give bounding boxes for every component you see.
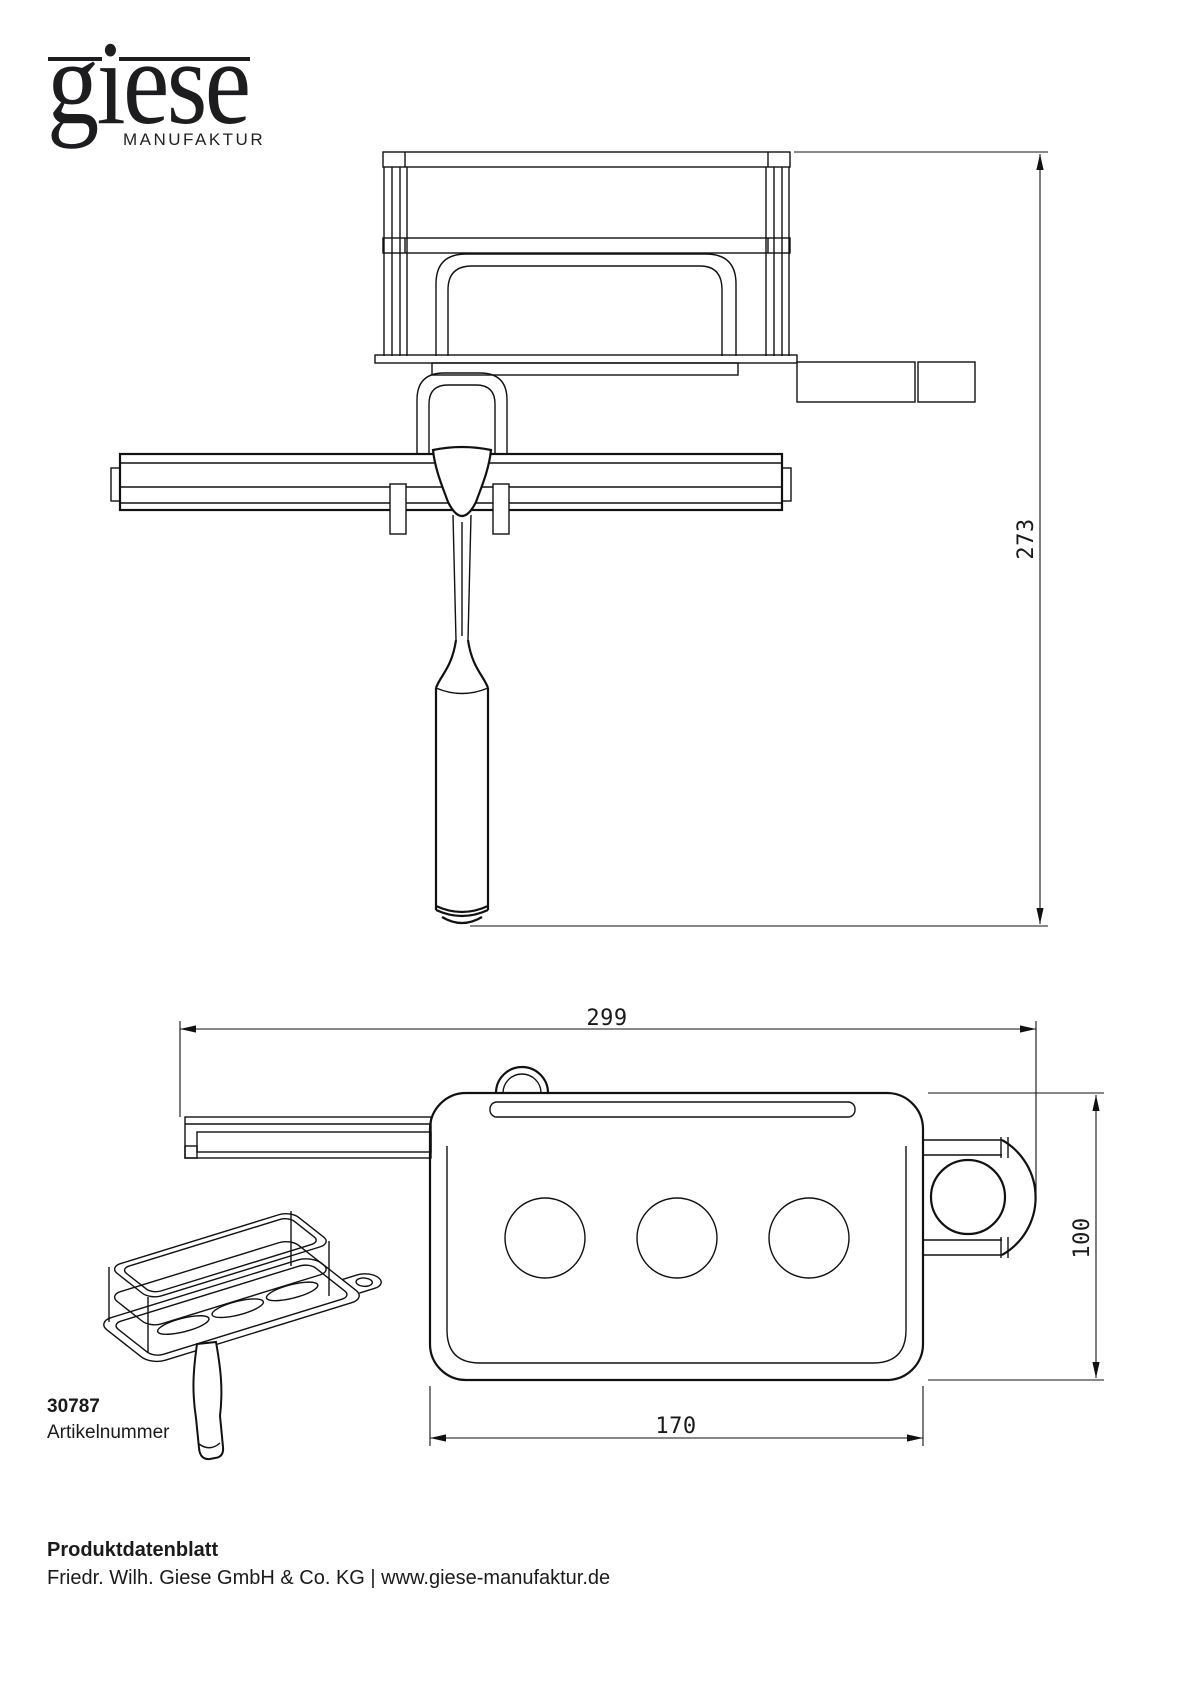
basket-front-face xyxy=(435,253,737,356)
iso-view xyxy=(97,1211,394,1461)
dimension-273: 273 xyxy=(470,151,1048,927)
footer-block: Produktdatenblatt Friedr. Wilh. Giese Gm… xyxy=(47,1536,610,1592)
article-block: 30787 Artikelnummer xyxy=(47,1394,169,1446)
dimension-100: 100 xyxy=(928,1092,1104,1381)
logo-rule-left xyxy=(48,57,102,61)
iso-handle xyxy=(192,1340,225,1461)
dim-100-value: 100 xyxy=(1070,1217,1095,1258)
mounting-ring xyxy=(923,1137,1037,1258)
brand-name: giese xyxy=(47,16,251,149)
logo-rule-right xyxy=(119,57,250,61)
article-number: 30787 xyxy=(47,1396,100,1417)
basket-top-rail xyxy=(382,151,791,168)
front-view: 273 xyxy=(110,151,1048,927)
dim-170-value: 170 xyxy=(655,1414,696,1439)
iso-wire-rim xyxy=(109,1211,331,1299)
dim-273-value: 273 xyxy=(1014,518,1039,559)
iso-posts xyxy=(108,1211,330,1352)
basket-middle-rail xyxy=(382,237,791,254)
squeegee-clips xyxy=(389,483,510,535)
brand-subtitle: MANUFAKTUR xyxy=(123,130,266,149)
article-label: Artikelnummer xyxy=(47,1422,170,1443)
wall-rail-plan xyxy=(184,1116,432,1159)
doc-title: Produktdatenblatt xyxy=(47,1539,219,1561)
wall-bracket xyxy=(796,361,976,403)
plan-view: 299 100 170 xyxy=(179,1006,1104,1446)
iso-wire-rim-lower xyxy=(109,1239,331,1327)
basket-bottom-rail xyxy=(374,354,798,376)
dim-299-value: 299 xyxy=(586,1006,627,1031)
dimension-170: 170 xyxy=(429,1386,924,1446)
basket-side-posts xyxy=(383,167,790,356)
basket-plan xyxy=(428,1065,925,1382)
dimension-299: 299 xyxy=(179,1006,1037,1193)
company-line: Friedr. Wilh. Giese GmbH & Co. KG | www.… xyxy=(47,1567,611,1589)
squeegee-hook xyxy=(416,372,508,458)
squeegee-handle xyxy=(431,445,493,925)
